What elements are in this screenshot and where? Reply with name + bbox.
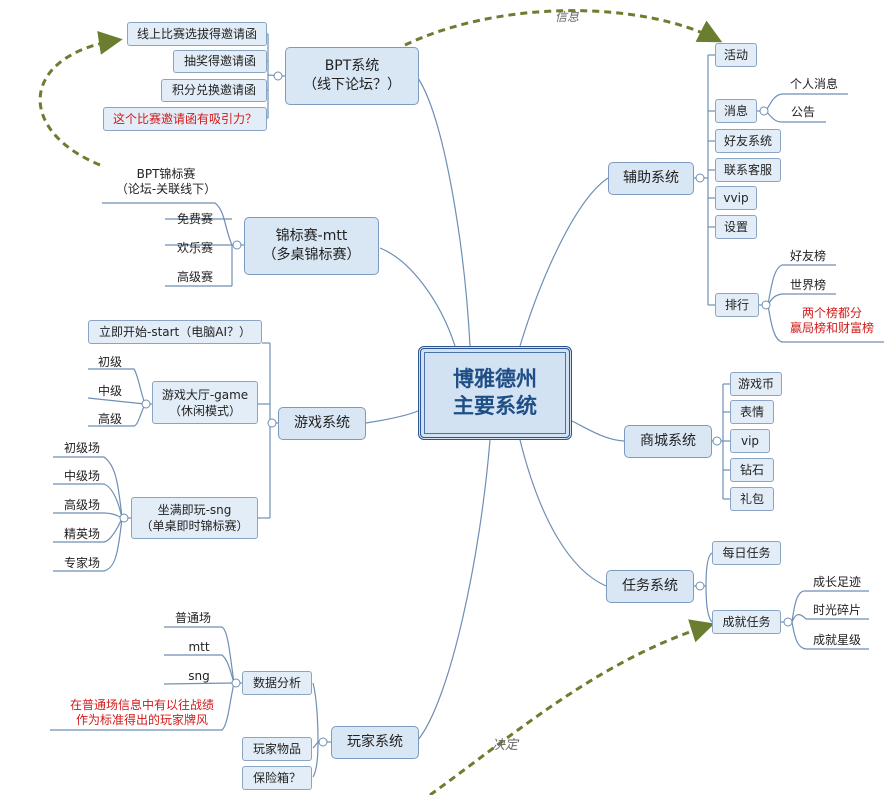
shop-item-coins[interactable]: 游戏币 <box>730 372 782 396</box>
game-sng-node[interactable]: 坐满即玩-sng （单桌即时锦标赛） <box>131 497 258 539</box>
task-daily-node[interactable]: 每日任务 <box>712 541 781 565</box>
mtt-bpt-championship[interactable]: BPT锦标赛 （论坛-关联线下） <box>115 167 217 196</box>
mtt-title-line2: （多桌锦标赛） <box>262 247 361 263</box>
aux-item-message[interactable]: 消息 <box>715 99 757 123</box>
aux-item-vvip[interactable]: vvip <box>715 186 757 210</box>
shop-item-vip[interactable]: vip <box>730 429 770 453</box>
task-achievement-node[interactable]: 成就任务 <box>712 610 781 634</box>
achievement-item-stars[interactable]: 成就星级 <box>812 633 861 647</box>
bpt-item-question[interactable]: 这个比赛邀请函有吸引力？ <box>103 107 267 131</box>
bpt-system-node[interactable]: BPT系统 （线下论坛？） <box>285 47 419 105</box>
game-start-node[interactable]: 立即开始-start（电脑AI？） <box>88 320 262 344</box>
game-system-node[interactable]: 游戏系统 <box>278 407 366 440</box>
analysis-item-normal[interactable]: 普通场 <box>174 611 211 625</box>
aux-system-node[interactable]: 辅助系统 <box>608 162 694 195</box>
rank-item-friends[interactable]: 好友榜 <box>789 249 826 263</box>
bpt-title-line2: （线下论坛？） <box>303 77 401 93</box>
player-system-node[interactable]: 玩家系统 <box>331 726 419 759</box>
bpt-item-points-exchange[interactable]: 积分兑换邀请函 <box>161 79 267 102</box>
central-topic[interactable]: 博雅德州 主要系统 <box>418 346 572 440</box>
shop-system-node[interactable]: 商城系统 <box>624 425 712 458</box>
sng-item-expert[interactable]: 专家场 <box>63 556 100 570</box>
message-item-announcement[interactable]: 公告 <box>790 105 815 119</box>
shop-item-emoji[interactable]: 表情 <box>730 400 774 424</box>
mtt-item-advanced[interactable]: 高级赛 <box>176 270 213 284</box>
analysis-item-sng[interactable]: sng <box>188 669 210 683</box>
player-goods-node[interactable]: 玩家物品 <box>242 737 312 761</box>
shop-item-diamond[interactable]: 钻石 <box>730 458 774 482</box>
bpt-item-lottery[interactable]: 抽奖得邀请函 <box>173 50 267 73</box>
sng-item-elite[interactable]: 精英场 <box>63 527 100 541</box>
hall-item-intermediate[interactable]: 中级 <box>97 384 122 398</box>
game-hall-node[interactable]: 游戏大厅-game （休闲模式） <box>152 381 258 424</box>
rank-note[interactable]: 两个榜都分 赢局榜和财富榜 <box>789 306 874 335</box>
analysis-item-mtt[interactable]: mtt <box>188 640 210 654</box>
aux-item-friends[interactable]: 好友系统 <box>715 129 781 153</box>
message-item-personal[interactable]: 个人消息 <box>789 77 838 91</box>
aux-item-activity[interactable]: 活动 <box>715 43 757 67</box>
rank-item-world[interactable]: 世界榜 <box>789 278 826 292</box>
hall-item-advanced[interactable]: 高级 <box>97 412 122 426</box>
bpt-item-online-selection[interactable]: 线上比赛选拔得邀请函 <box>127 22 267 46</box>
shop-item-giftpack[interactable]: 礼包 <box>730 487 774 511</box>
bpt-title-line1: BPT系统 <box>324 58 380 74</box>
central-topic-line1: 博雅德州 <box>453 367 537 391</box>
aux-item-settings[interactable]: 设置 <box>715 215 757 239</box>
hall-item-beginner[interactable]: 初级 <box>97 355 122 369</box>
sng-item-advanced[interactable]: 高级场 <box>63 498 100 512</box>
mtt-node[interactable]: 锦标赛-mtt （多桌锦标赛） <box>244 217 379 275</box>
mtt-item-fun[interactable]: 欢乐赛 <box>176 241 213 255</box>
aux-item-ranking[interactable]: 排行 <box>715 293 759 317</box>
sng-item-intermediate[interactable]: 中级场 <box>63 469 100 483</box>
player-safe-node[interactable]: 保险箱？ <box>242 766 312 790</box>
mtt-title-line1: 锦标赛-mtt <box>275 228 348 244</box>
player-analysis-node[interactable]: 数据分析 <box>242 671 312 695</box>
annotation-decide: 决定 <box>492 738 519 753</box>
annotation-info: 信息 <box>555 10 580 24</box>
achievement-item-fragments[interactable]: 时光碎片 <box>812 603 861 617</box>
task-system-node[interactable]: 任务系统 <box>606 570 694 603</box>
central-topic-line2: 主要系统 <box>453 394 537 418</box>
sng-item-beginner[interactable]: 初级场 <box>63 441 100 455</box>
analysis-note[interactable]: 在普通场信息中有以往战绩 作为标准得出的玩家牌风 <box>69 698 214 727</box>
achievement-item-growth[interactable]: 成长足迹 <box>812 575 861 589</box>
mtt-item-free[interactable]: 免费赛 <box>176 212 213 226</box>
aux-item-support[interactable]: 联系客服 <box>715 158 781 182</box>
